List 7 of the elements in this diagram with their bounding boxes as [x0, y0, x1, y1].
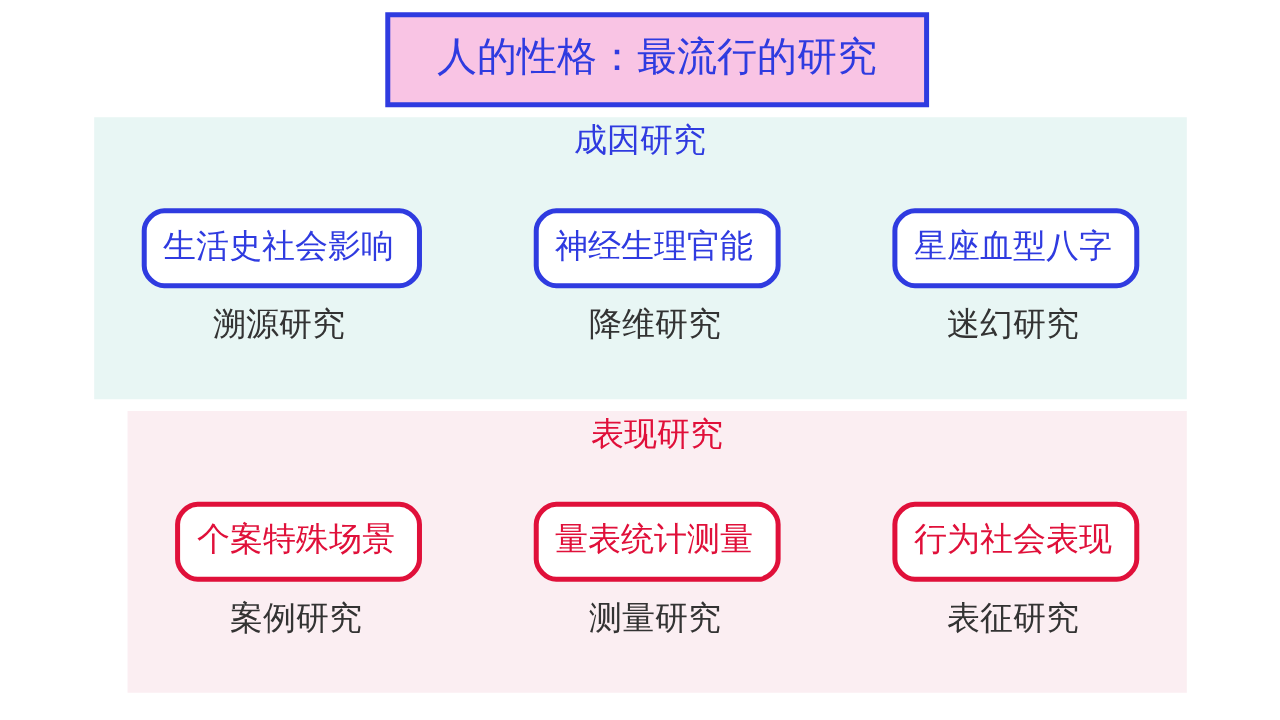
- node-label: 降维研究: [588, 303, 721, 343]
- node-label: 迷幻研究: [946, 303, 1079, 343]
- node-label: 溯源研究: [212, 303, 345, 343]
- node-label: 表征研究: [946, 597, 1079, 637]
- node-label: 测量研究: [588, 597, 721, 637]
- node-box: 人的性格：最流行的研究: [384, 12, 929, 108]
- node-label: 案例研究: [229, 597, 362, 637]
